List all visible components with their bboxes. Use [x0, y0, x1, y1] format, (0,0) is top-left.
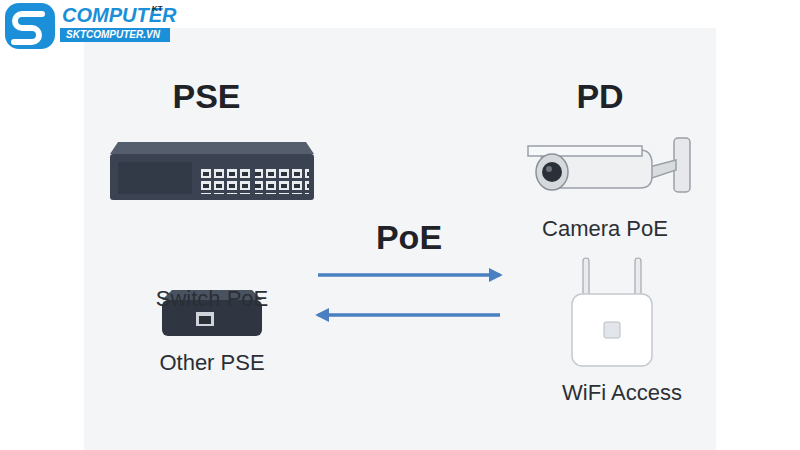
logo-url: SKTCOMPUTER.VN	[66, 29, 160, 41]
device-group: PD Camera PoE WiFi Access	[500, 70, 700, 410]
logo-band	[60, 28, 170, 42]
device-node: Other PSE	[147, 285, 277, 380]
access-point-illustration	[572, 258, 652, 366]
device-caption: Switch PoE	[112, 286, 312, 312]
device-caption: Other PSE	[147, 350, 277, 376]
logo-superscript: KT	[152, 4, 163, 13]
device-node: Camera PoE	[515, 140, 695, 250]
poe-arrow	[318, 313, 500, 317]
group-heading: PD	[500, 76, 700, 116]
device-node: Switch PoE	[112, 140, 312, 312]
poe-arrow	[318, 273, 500, 277]
device-caption: Camera PoE	[515, 216, 695, 242]
logo-icon	[5, 3, 55, 49]
edge-label: PoE	[376, 217, 442, 257]
background-panel	[84, 28, 716, 450]
device-node: WiFi Access	[547, 255, 697, 410]
group-heading: PSE	[95, 76, 318, 116]
camera-illustration	[528, 138, 690, 192]
switch-illustration	[110, 142, 314, 200]
device-caption: WiFi Access	[547, 380, 697, 406]
device-group: PSE Switch PoE Other PSE	[95, 70, 318, 390]
